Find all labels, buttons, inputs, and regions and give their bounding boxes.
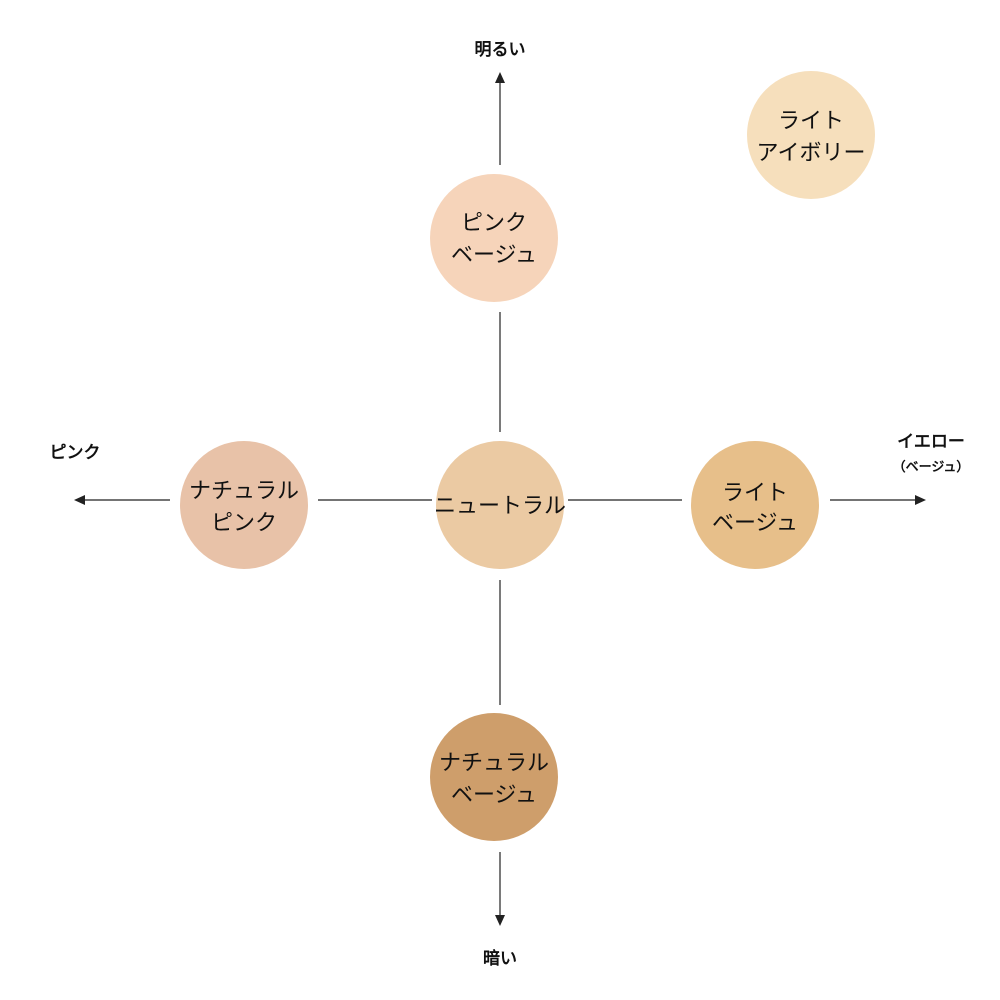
swatch-circle: [436, 441, 564, 569]
arrow-right-icon: [915, 495, 926, 505]
swatch-pink-beige: ピンク ベージュ: [430, 174, 558, 302]
axis-sublabel-right: （ベージュ）: [893, 459, 970, 475]
axis-label-top: 明るい: [475, 40, 526, 60]
arrow-down-icon: [495, 915, 505, 926]
swatch-circle: [691, 441, 819, 569]
swatch-label: アイボリー: [757, 141, 866, 166]
swatch-label: ベージュ: [712, 511, 798, 536]
swatch-circle: [180, 441, 308, 569]
swatch-label: ナチュラル: [189, 479, 299, 504]
swatch-neutral: ニュートラル: [434, 441, 566, 569]
swatch-natural-beige: ナチュラル ベージュ: [430, 713, 558, 841]
swatch-natural-pink: ナチュラル ピンク: [180, 441, 308, 569]
swatch-label: ベージュ: [451, 783, 537, 808]
swatch-light-ivory: ライト アイボリー: [747, 71, 875, 199]
swatch-circle: [430, 174, 558, 302]
axis-label-left: ピンク: [50, 443, 101, 463]
swatch-circle: [747, 71, 875, 199]
arrow-left-icon: [74, 495, 85, 505]
swatch-label: ピンク: [211, 511, 277, 536]
arrow-up-icon: [495, 72, 505, 83]
axis-label-bottom: 暗い: [483, 948, 517, 969]
swatch-label: ニュートラル: [434, 494, 566, 519]
swatch-label: ライト: [778, 109, 844, 134]
swatch-light-beige: ライト ベージュ: [691, 441, 819, 569]
swatch-label: ライト: [722, 481, 788, 506]
swatch-label: ベージュ: [451, 243, 537, 268]
swatch-label: ナチュラル: [439, 751, 549, 776]
swatch-circle: [430, 713, 558, 841]
axis-label-right: イエロー: [897, 432, 965, 452]
swatch-label: ピンク: [461, 211, 527, 236]
